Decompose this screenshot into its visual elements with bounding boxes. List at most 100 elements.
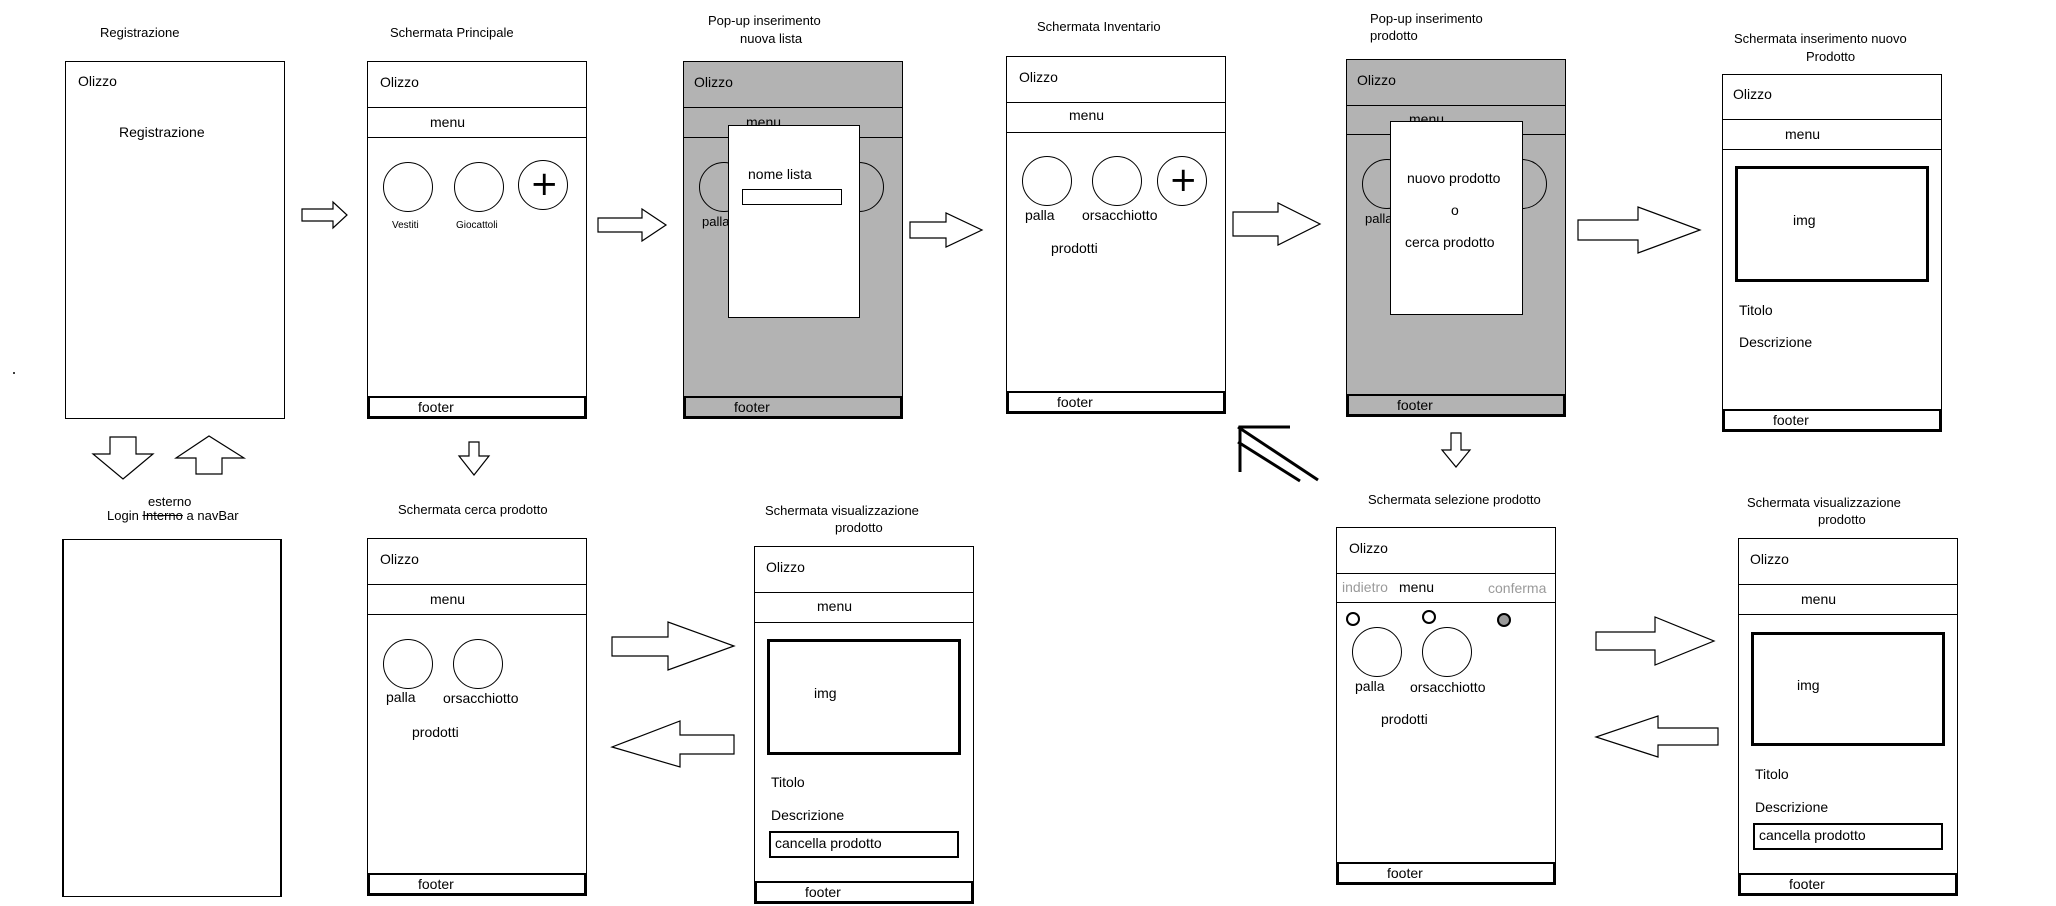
product-palla-circle[interactable] — [383, 639, 433, 689]
plus-icon: + — [530, 164, 559, 204]
product-label-orsacchiotto: orsacchiotto — [1410, 679, 1486, 695]
product-orsacchiotto-circle[interactable] — [1422, 627, 1472, 677]
product-label-orsacchiotto: orsacchiotto — [1082, 207, 1158, 223]
nav-menu[interactable]: menu — [817, 598, 853, 614]
back-arrow-to-inventario — [1237, 425, 1319, 483]
screen-login — [62, 539, 282, 897]
brand-label: Olizzo — [380, 551, 419, 567]
list-name-label: nome lista — [748, 166, 812, 182]
brand-label: Olizzo — [766, 559, 805, 575]
delete-product-button[interactable]: cancella prodotto — [769, 831, 959, 858]
footer-label: footer — [1387, 865, 1423, 881]
brand-label: Olizzo — [78, 73, 117, 89]
footer-label: footer — [418, 876, 454, 892]
brand-label: Olizzo — [1357, 72, 1396, 88]
nav-menu[interactable]: menu — [430, 114, 466, 130]
screen-principale: Olizzo menu + Vestiti Giocattoli footer — [367, 61, 587, 419]
screen-title-popup-lista-2: nuova lista — [740, 31, 803, 46]
category-giocattoli-circle[interactable] — [454, 162, 504, 212]
screen-title-visualizzazione1-1: Schermata visualizzazione — [765, 503, 919, 518]
footer: footer — [1007, 391, 1225, 413]
product-orsacchiotto-circle[interactable] — [453, 639, 503, 689]
nav-menu[interactable]: menu — [1399, 579, 1435, 595]
screen-visualizzazione2: Olizzo menu img Titolo Descrizione cance… — [1738, 538, 1958, 896]
nav-menu[interactable]: menu — [1785, 126, 1821, 142]
footer-label: footer — [805, 884, 841, 900]
screen-title-visualizzazione2-1: Schermata visualizzazione — [1747, 495, 1901, 510]
product-title: Titolo — [771, 774, 805, 790]
screen-title-popup-lista-1: Pop-up inserimento — [708, 13, 821, 28]
screen-title-principale: Schermata Principale — [390, 25, 514, 40]
category-vestiti-circle[interactable] — [383, 162, 433, 212]
screen-title-popup-prodotto-1: Pop-up inserimento — [1370, 11, 1483, 26]
arrow-down — [457, 441, 491, 476]
footer-label: footer — [1397, 397, 1433, 413]
screen-nuovo-prodotto: Olizzo menu img Titolo Descrizione foote… — [1722, 74, 1942, 432]
select-radio-3[interactable] — [1497, 613, 1511, 627]
arrow-right — [597, 207, 668, 243]
back-button[interactable]: indietro — [1342, 579, 1388, 595]
product-description: Descrizione — [771, 807, 845, 823]
arrow-right — [611, 621, 736, 671]
popup-new-list: nome lista — [728, 125, 860, 318]
add-product-button[interactable]: + — [1157, 156, 1207, 206]
option-separator: o — [1451, 202, 1459, 218]
nav-menu[interactable]: menu — [1069, 107, 1105, 123]
section-label-prodotti: prodotti — [412, 724, 459, 740]
arrow-up — [174, 435, 247, 475]
field-title[interactable]: Titolo — [1739, 302, 1773, 318]
product-label-palla: palla — [386, 689, 416, 705]
arrow-right — [1232, 202, 1322, 246]
confirm-button[interactable]: conferma — [1488, 580, 1547, 596]
select-radio-palla[interactable] — [1346, 612, 1360, 626]
section-label-prodotti: prodotti — [1051, 240, 1098, 256]
product-label-palla: palla — [1355, 678, 1385, 694]
footer: footer — [1347, 394, 1565, 416]
product-orsacchiotto-circle[interactable] — [1092, 156, 1142, 206]
list-name-input[interactable] — [742, 189, 842, 205]
nav-menu[interactable]: menu — [1801, 591, 1837, 607]
footer-label: footer — [1057, 394, 1093, 410]
footer: footer — [755, 881, 973, 903]
screen-title-visualizzazione1-2: prodotto — [835, 520, 883, 535]
option-search-product[interactable]: cerca prodotto — [1405, 234, 1495, 250]
product-palla-circle[interactable] — [1352, 627, 1402, 677]
arrow-left — [610, 720, 735, 768]
brand-label: Olizzo — [1733, 86, 1772, 102]
section-label-prodotti: prodotti — [1381, 711, 1428, 727]
option-new-product[interactable]: nuovo prodotto — [1407, 170, 1501, 186]
image-label: img — [1793, 212, 1816, 228]
arrow-right — [1577, 206, 1702, 254]
screen-title-selezione: Schermata selezione prodotto — [1368, 492, 1541, 507]
select-radio-orsacchiotto[interactable] — [1422, 610, 1436, 624]
footer-label: footer — [1773, 412, 1809, 428]
screen-title-nuovo-prodotto-1: Schermata inserimento nuovo — [1734, 31, 1907, 46]
image-placeholder[interactable]: img — [1735, 166, 1929, 282]
screen-registrazione: Olizzo Registrazione — [65, 61, 285, 419]
screen-inventario: Olizzo menu + palla orsacchiotto prodott… — [1006, 56, 1226, 414]
brand-label: Olizzo — [1750, 551, 1789, 567]
field-description[interactable]: Descrizione — [1739, 334, 1813, 350]
nav-menu[interactable]: menu — [430, 591, 466, 607]
arrow-right — [1595, 616, 1716, 666]
image-placeholder: img — [1751, 632, 1945, 746]
add-list-button[interactable]: + — [518, 160, 568, 210]
screen-title-registrazione: Registrazione — [100, 25, 180, 40]
plus-icon: + — [1169, 160, 1198, 200]
screen-popup-prodotto: Olizzo menu palla nuovo prodotto o cerca… — [1346, 59, 1566, 417]
category-label-giocattoli: Giocattoli — [456, 220, 498, 231]
footer-label: footer — [734, 399, 770, 415]
product-label-palla: palla — [1025, 207, 1055, 223]
delete-product-button[interactable]: cancella prodotto — [1753, 823, 1943, 850]
footer-label: footer — [1789, 876, 1825, 892]
footer: footer — [684, 396, 902, 418]
screen-title-nuovo-prodotto-2: Prodotto — [1806, 49, 1856, 64]
footer: footer — [1739, 873, 1957, 895]
product-palla-circle[interactable] — [1022, 156, 1072, 206]
bg-label: palla — [702, 214, 730, 229]
brand-label: Olizzo — [1019, 69, 1058, 85]
footer: footer — [368, 873, 586, 895]
screen-title-visualizzazione2-2: prodotto — [1818, 512, 1866, 527]
